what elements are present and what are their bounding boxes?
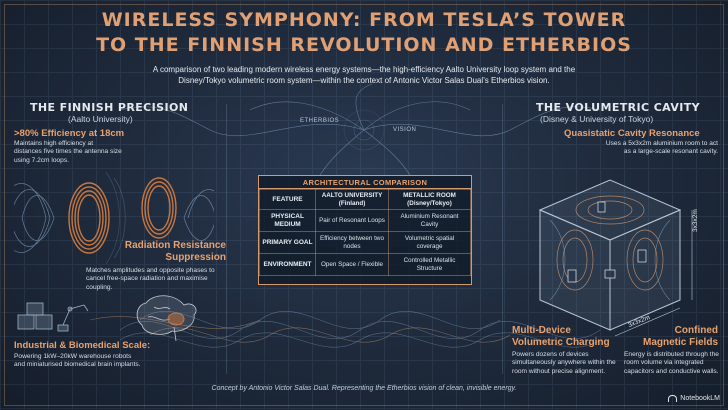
table-cell: Open Space / Flexible bbox=[314, 253, 390, 276]
cube-height-label: 3x3x2m bbox=[692, 209, 699, 232]
table-cell: ENVIRONMENT bbox=[259, 253, 316, 276]
left-section-title: THE FINNISH PRECISION bbox=[30, 101, 189, 114]
right-section-subtitle: (Disney & University of Tokyo) bbox=[540, 114, 654, 124]
resonant-loops-illustration bbox=[14, 171, 214, 265]
table-cell: PRIMARY GOAL bbox=[259, 231, 316, 254]
multi-device-heading-line-2: Volumetric Charging bbox=[512, 337, 610, 348]
page-frame bbox=[4, 4, 724, 406]
notebooklm-brand: NotebookLM bbox=[668, 395, 720, 402]
page-title-line-1: WIRELESS SYMPHONY: FROM TESLA’S TOWER bbox=[101, 9, 627, 31]
table-header-row: FEATURE AALTO UNIVERSITY (Finland) METAL… bbox=[259, 189, 471, 210]
left-column-divider bbox=[226, 104, 227, 374]
footer-credit: Concept by Antonio Victor Salas Dual. Re… bbox=[211, 385, 517, 392]
etherbios-label: ETHERBIOS bbox=[300, 118, 340, 124]
intro-paragraph: A comparison of two leading modern wirel… bbox=[152, 65, 576, 85]
page-title-line-2: TO THE FINNISH REVOLUTION AND ETHERBIOS bbox=[96, 34, 632, 56]
table-row: PRIMARY GOAL Efficiency between two node… bbox=[259, 231, 471, 254]
table-header-cell: AALTO UNIVERSITY (Finland) bbox=[314, 189, 390, 210]
table-row: PHYSICAL MEDIUM Pair of Resonant Loops A… bbox=[259, 209, 471, 232]
robot-arms-and-brain-illustration bbox=[17, 295, 197, 342]
comparison-table-title: ARCHITECTURAL COMPARISON bbox=[259, 176, 471, 189]
cavity-text: Uses a 5x3x2m aluminium room to act as a… bbox=[605, 140, 718, 156]
vision-label: VISION bbox=[393, 127, 417, 133]
efficiency-text: Maintains high efficiency at distances f… bbox=[14, 140, 122, 164]
confined-heading-line-1: Confined bbox=[674, 325, 718, 336]
right-column-divider bbox=[502, 104, 503, 374]
confined-text: Energy is distributed through the room v… bbox=[624, 351, 719, 375]
metallic-room-cube-illustration bbox=[538, 179, 693, 337]
table-cell: Volumetric spatial coverage bbox=[388, 231, 471, 254]
industrial-text: Powering 1kW–20kW warehouse robots and m… bbox=[14, 353, 141, 369]
left-section-subtitle: (Aalto University) bbox=[68, 114, 133, 124]
right-section-title: THE VOLUMETRIC CAVITY bbox=[536, 101, 701, 114]
comparison-table: ARCHITECTURAL COMPARISON FEATURE AALTO U… bbox=[258, 175, 472, 285]
table-cell: Aluminium Resonant Cavity bbox=[388, 209, 471, 232]
confined-heading-line-2: Magnetic Fields bbox=[642, 337, 718, 348]
radiation-heading-line-2: Suppression bbox=[165, 252, 226, 263]
multi-device-text: Powers dozens of devices simultaneously … bbox=[512, 351, 616, 375]
table-header-cell: METALLIC ROOM (Disney/Tokyo) bbox=[388, 189, 471, 210]
notebooklm-logo-icon bbox=[668, 395, 678, 402]
radiation-heading-line-1: Radiation Resistance bbox=[124, 240, 226, 251]
radiation-text: Matches amplitudes and opposite phases t… bbox=[86, 267, 215, 291]
table-cell: Pair of Resonant Loops bbox=[314, 209, 390, 232]
cavity-heading: Quasistatic Cavity Resonance bbox=[564, 128, 700, 139]
table-cell: PHYSICAL MEDIUM bbox=[259, 209, 316, 232]
efficiency-heading: >80% Efficiency at 18cm bbox=[14, 128, 125, 139]
table-cell: Efficiency between two nodes bbox=[314, 231, 390, 254]
table-cell: Controlled Metallic Structure bbox=[388, 253, 471, 276]
table-row: ENVIRONMENT Open Space / Flexible Contro… bbox=[259, 253, 471, 276]
multi-device-heading-line-1: Multi-Device bbox=[512, 325, 571, 336]
table-header-cell: FEATURE bbox=[259, 189, 316, 210]
brand-label: NotebookLM bbox=[680, 395, 720, 402]
industrial-heading: Industrial & Biomedical Scale: bbox=[14, 340, 151, 351]
